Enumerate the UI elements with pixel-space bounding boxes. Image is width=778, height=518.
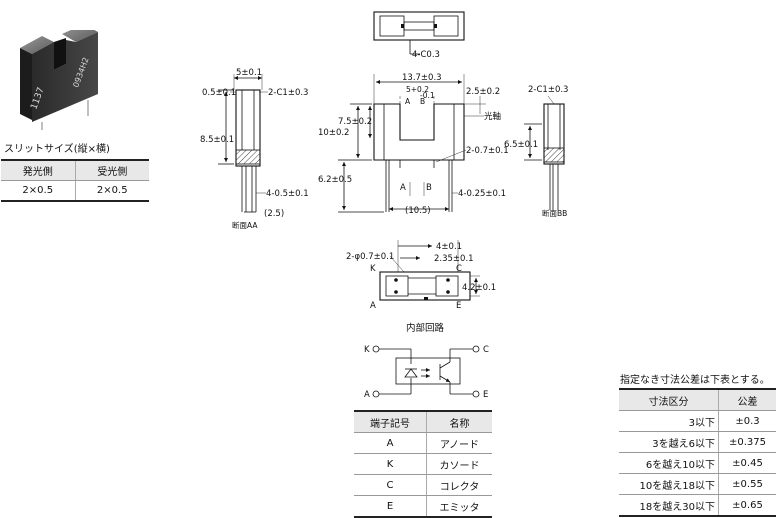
tolerance-value: ±0.375 <box>718 431 776 453</box>
bottom-e-label: E <box>456 301 461 311</box>
aa-chamfer-label: 2-C1±0.3 <box>268 88 308 98</box>
tolerance-range: 6を越え10以下 <box>619 452 719 474</box>
terminal-name: エミッタ <box>426 495 492 518</box>
front-width-label: 13.7±0.3 <box>402 73 442 83</box>
tolerance-range: 18を越え30以下 <box>619 494 719 517</box>
table-row: A アノード <box>354 432 492 454</box>
front-height-label: 10±0.2 <box>318 128 349 138</box>
terminal-symbol: C <box>354 474 427 496</box>
terminal-symbol: K <box>354 453 427 475</box>
bottom-hole-label: 2-φ0.7±0.1 <box>346 252 394 262</box>
tolerance-table: 寸法区分 公差 3以下 ±0.3 3を越え6以下 ±0.375 6を越え10以下… <box>619 388 776 517</box>
bottom-c-label: C <box>456 264 462 274</box>
bottom-dim1-label: 4±0.1 <box>436 242 462 252</box>
circuit-k-label: K <box>364 345 370 355</box>
tolerance-value: ±0.55 <box>718 473 776 495</box>
section-aa: 5±0.1 0.5±0.1 2-C1±0.3 8.5±0.1 4-0.5±0.1… <box>200 68 309 230</box>
terminal-header-symbol: 端子記号 <box>354 410 427 433</box>
table-row: K カソード <box>354 453 492 475</box>
table-row: C コレクタ <box>354 474 492 496</box>
circuit-a-label: A <box>364 390 370 400</box>
circuit-e-label: E <box>483 390 488 400</box>
bottom-a-label: A <box>370 301 376 311</box>
tolerance-range: 3以下 <box>619 410 719 432</box>
front-lead-len-label: 6.2±0.5 <box>318 175 352 185</box>
front-right-top-label: 2.5±0.2 <box>466 87 500 97</box>
tolerance-header-range: 寸法区分 <box>619 388 719 411</box>
aa-lead-label: 4-0.5±0.1 <box>266 189 309 199</box>
tolerance-value: ±0.3 <box>718 410 776 432</box>
terminal-header-name: 名称 <box>426 410 492 433</box>
tolerance-value: ±0.45 <box>718 452 776 474</box>
front-view: 13.7±0.3 5+0.2 -0.1 A B 光軸 10±0.2 7.5±0.… <box>318 73 509 216</box>
bottom-view: 4±0.1 2.35±0.1 2-φ0.7±0.1 K C 4.2±0.1 A … <box>346 240 496 311</box>
bb-chamfer-label: 2-C1±0.3 <box>528 85 568 95</box>
front-slot-label: 5+0.2 <box>406 85 429 94</box>
tolerance-range: 3を越え6以下 <box>619 431 719 453</box>
front-optical-axis: 光軸 <box>484 111 501 122</box>
bottom-k-label: K <box>370 264 376 274</box>
terminal-symbol: A <box>354 432 427 454</box>
slit-size-table: 発光側 受光側 2×0.5 2×0.5 <box>1 159 149 202</box>
aa-caption: 断面AA <box>232 220 258 230</box>
terminal-name: アノード <box>426 432 492 454</box>
internal-circuit: 内部回路 K A C E <box>364 322 489 400</box>
front-depth-label: 7.5±0.2 <box>338 117 372 127</box>
aa-pitch-label: (2.5) <box>264 209 284 219</box>
table-row: 18を越え30以下 ±0.65 <box>619 494 776 517</box>
circuit-title: 内部回路 <box>406 322 445 334</box>
bb-caption: 断面BB <box>542 208 567 218</box>
bb-dim-label: 6.5±0.1 <box>504 140 538 150</box>
slit-header-emitter: 発光側 <box>1 159 75 181</box>
terminal-symbol: E <box>354 495 427 518</box>
table-row: 6を越え10以下 ±0.45 <box>619 452 776 474</box>
aa-height-label: 8.5±0.1 <box>200 135 234 145</box>
terminal-table: 端子記号 名称 A アノード K カソード C コレクタ E エミッタ <box>354 410 492 518</box>
aa-width-label: 5±0.1 <box>236 68 262 78</box>
circuit-c-label: C <box>483 345 489 355</box>
terminal-name: コレクタ <box>426 474 492 496</box>
front-pin-a: A <box>400 183 406 193</box>
terminal-name: カソード <box>426 453 492 475</box>
bottom-dim2-label: 2.35±0.1 <box>434 254 474 264</box>
section-bb: 2-C1±0.3 6.5±0.1 断面BB <box>504 85 568 218</box>
slit-value-receiver: 2×0.5 <box>74 180 149 202</box>
aa-t1-label: 0.5±0.1 <box>202 88 236 98</box>
front-slot-a: A <box>405 97 411 106</box>
slit-value-emitter: 2×0.5 <box>1 180 75 202</box>
tolerance-header-value: 公差 <box>718 388 776 411</box>
front-slot-b: B <box>420 97 425 106</box>
slit-header-receiver: 受光側 <box>74 159 149 181</box>
table-row: 3を越え6以下 ±0.375 <box>619 431 776 453</box>
bottom-dim3-label: 4.2±0.1 <box>462 283 496 293</box>
front-lead-label: 4-0.25±0.1 <box>458 189 506 199</box>
front-tab-label: 2-0.7±0.1 <box>466 146 509 156</box>
table-row: 10を越え18以下 ±0.55 <box>619 473 776 495</box>
product-photo: 1137 0934H2 <box>20 30 98 130</box>
tolerance-range: 10を越え18以下 <box>619 473 719 495</box>
front-pin-b: B <box>426 183 432 193</box>
tolerance-value: ±0.65 <box>718 494 776 517</box>
tolerance-title: 指定なき寸法公差は下表とする。 <box>620 375 770 386</box>
slit-size-title: スリットサイズ(縦×横) <box>4 144 110 155</box>
table-row: 3以下 ±0.3 <box>619 410 776 432</box>
top-chamfer-label: 4-C0.3 <box>412 50 440 60</box>
top-view: 4-C0.3 <box>373 11 465 60</box>
front-slot-tol: -0.1 <box>420 91 435 100</box>
table-row: E エミッタ <box>354 495 492 518</box>
front-pitch-label: (10.5) <box>405 206 431 216</box>
